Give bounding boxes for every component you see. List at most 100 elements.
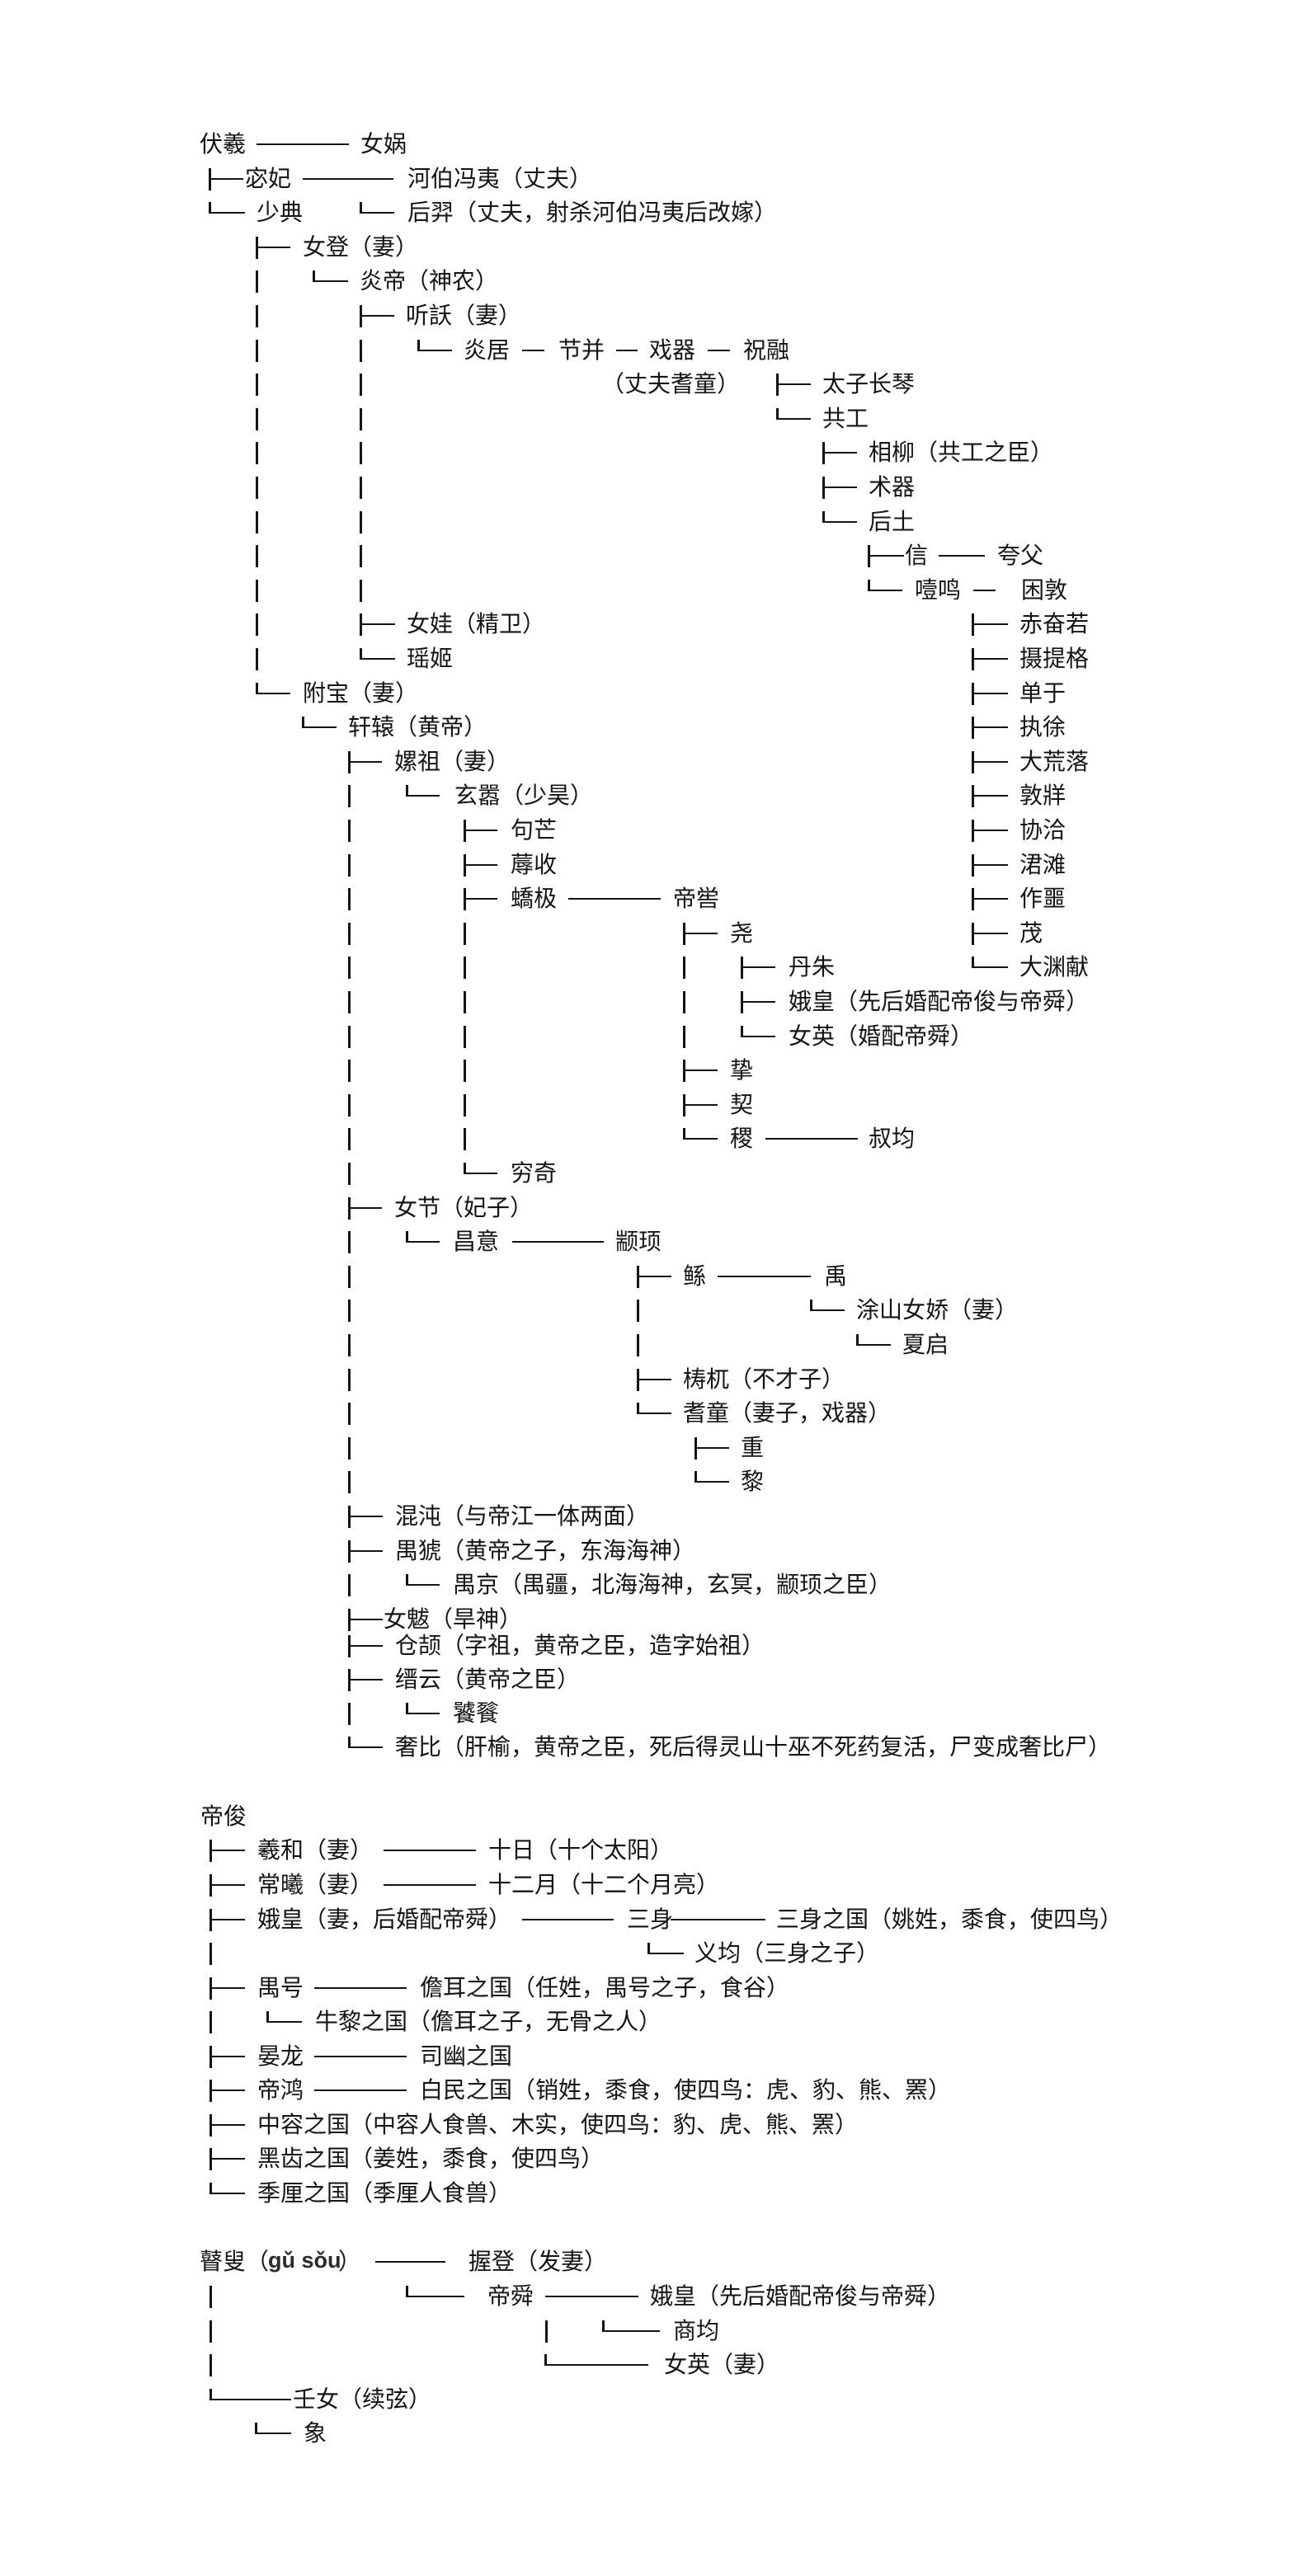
branch-connector xyxy=(348,1506,383,1528)
node-year-name: 执徐 xyxy=(1019,713,1067,740)
branch-connector xyxy=(360,305,394,327)
node-ehuang: 娥皇（先后婚配帝俊与帝舜） xyxy=(789,988,1090,1015)
node-xiangliu: 相柳（共工之臣） xyxy=(869,439,1054,466)
node-rennu: 壬女（续弦） xyxy=(293,2386,432,2413)
relation-line xyxy=(384,1884,476,1886)
lineage-line xyxy=(256,270,258,293)
branch-connector xyxy=(683,1060,718,1082)
relation-line xyxy=(314,2056,407,2057)
lineage-line xyxy=(256,648,258,670)
last-branch-connector xyxy=(417,340,452,351)
node-gonggong: 共工 xyxy=(822,405,869,432)
node-hebo-fengyi: 河伯冯夷（丈夫） xyxy=(407,165,593,192)
last-branch-connector xyxy=(406,1231,440,1243)
node-jiaoji: 蟜极 xyxy=(511,885,558,912)
lineage-line xyxy=(256,477,258,499)
lineage-line xyxy=(348,820,351,842)
node-xuanyuan: 轩辕（黄帝） xyxy=(348,713,487,740)
branch-connector xyxy=(464,854,497,877)
lineage-line xyxy=(348,991,351,1013)
node-jinyun: 缙云（黄帝之臣） xyxy=(395,1666,581,1693)
pinyin-paren-open: （ xyxy=(246,2248,270,2275)
branch-connector xyxy=(210,1909,245,1931)
branch-connector xyxy=(776,374,811,396)
relation-line xyxy=(568,898,661,900)
lineage-line xyxy=(464,923,466,945)
node-nuying: 女英（婚配帝舜） xyxy=(789,1022,974,1050)
relation-line xyxy=(314,2089,407,2091)
node-yuhao: 禺号 xyxy=(257,1974,304,2001)
relation-line xyxy=(314,1987,407,1989)
node-yanju: 炎居 xyxy=(464,336,511,364)
node-fubao: 附宝（妻） xyxy=(303,679,419,707)
node-yijun: 义均（三身之子） xyxy=(695,1939,880,1967)
lineage-line xyxy=(348,1231,351,1253)
node-laotong: 耆童（妻子，戏器） xyxy=(683,1399,892,1427)
node-yujing: 禺京（禺疆，北海海神，玄冥，颛顼之臣） xyxy=(453,1571,892,1598)
branch-connector xyxy=(637,1369,671,1391)
node-nujie: 女节（妃子） xyxy=(394,1194,534,1221)
lineage-line xyxy=(464,1026,466,1048)
branch-connector xyxy=(972,820,1008,842)
branch-connector xyxy=(972,648,1008,670)
branch-connector xyxy=(210,1840,245,1862)
node-xin: 信 xyxy=(905,542,929,569)
node-heichi-guo: 黑齿之国（姜姓，黍食，使四鸟） xyxy=(257,2145,605,2172)
node-year-name: 作噩 xyxy=(1019,885,1067,912)
node-yao: 尧 xyxy=(730,919,754,947)
lineage-line xyxy=(360,511,362,534)
last-branch-connector xyxy=(266,2011,302,2023)
branch-connector xyxy=(972,683,1008,705)
lineage-line xyxy=(360,442,362,464)
lineage-line xyxy=(210,2354,212,2376)
node-nudeng: 女登（妻） xyxy=(303,233,419,261)
branch-connector xyxy=(972,717,1008,739)
node-xihe: 羲和（妻） xyxy=(257,1836,374,1864)
node-sanshen-guo: 三身之国（姚姓，黍食，使四鸟） xyxy=(776,1906,1123,1933)
node-year-name: 茂 xyxy=(1019,919,1043,947)
relation-line xyxy=(512,1241,604,1243)
node-leizu: 嫘祖（妻） xyxy=(394,748,511,775)
node-yeming: 噎鸣 xyxy=(915,576,962,604)
lineage-line xyxy=(348,1163,351,1185)
node-sanshen: 三身 xyxy=(627,1906,674,1933)
node-taowu: 梼杌（不才子） xyxy=(683,1366,845,1393)
lineage-line xyxy=(256,408,258,430)
lineage-line xyxy=(210,2011,212,2033)
node-nuba: 女魃（旱神） xyxy=(384,1605,523,1633)
last-branch-connector xyxy=(360,202,394,214)
lineage-line xyxy=(348,1437,351,1460)
last-branch-connector xyxy=(683,1128,718,1140)
node-goumang: 句芒 xyxy=(511,816,558,844)
node-zhurong: 祝融 xyxy=(743,336,790,364)
lineage-line xyxy=(256,305,258,327)
lineage-line xyxy=(348,1060,351,1082)
node-year-name: 赤奋若 xyxy=(1019,610,1090,637)
node-daner-guo: 儋耳之国（任姓，禺号之子，食谷） xyxy=(420,1974,790,2001)
lineage-line xyxy=(348,1574,351,1596)
pinyin-paren-close: ） xyxy=(338,2248,362,2275)
node-danzhu: 丹朱 xyxy=(789,953,836,980)
lineage-line xyxy=(256,511,258,534)
lineage-line xyxy=(348,1471,351,1493)
node-xiang: 象 xyxy=(304,2419,327,2447)
lineage-line xyxy=(348,1369,351,1391)
branch-connector xyxy=(972,785,1008,807)
lineage-line xyxy=(210,1943,212,1965)
node-jiebing: 节并 xyxy=(558,336,605,364)
branch-connector xyxy=(210,1977,245,2000)
last-branch-connector xyxy=(810,1300,845,1311)
lineage-line xyxy=(210,2320,212,2343)
node-year-name: 大渊献 xyxy=(1019,953,1090,980)
node-shieryue: 十二月（十二个月亮） xyxy=(488,1871,720,1898)
node-yaoji: 瑶姬 xyxy=(407,645,454,672)
relation-line xyxy=(384,1850,476,1851)
succession-dash xyxy=(616,350,638,351)
lineage-line xyxy=(683,991,685,1013)
branch-connector xyxy=(210,2148,245,2170)
succession-dash xyxy=(708,350,730,351)
spouse-line xyxy=(257,143,349,145)
branch-connector xyxy=(464,888,497,910)
lineage-line xyxy=(464,1128,466,1150)
last-branch-connector xyxy=(822,511,857,523)
